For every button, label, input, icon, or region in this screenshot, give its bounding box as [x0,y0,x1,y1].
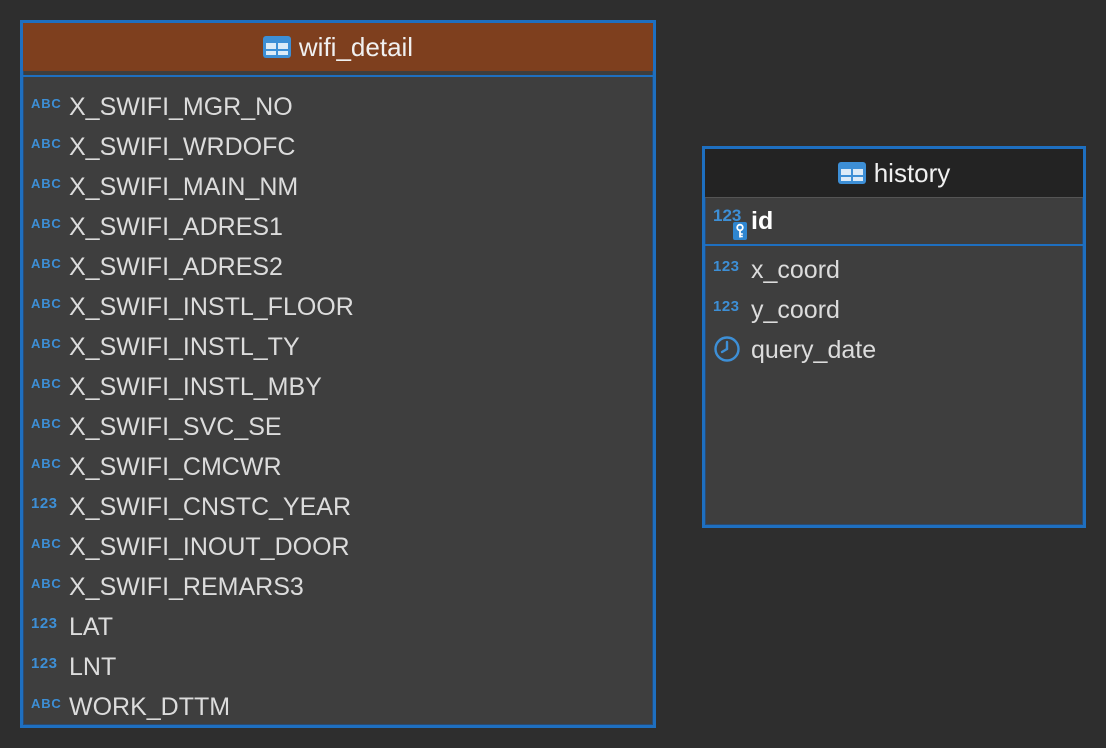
column-row[interactable]: 123 LNT [23,647,653,687]
column-row[interactable]: ABC X_SWIFI_INOUT_DOOR [23,527,653,567]
string-type-icon: ABC [31,255,62,271]
table-icon [262,36,291,58]
string-type-icon: ABC [31,575,62,591]
column-name: X_SWIFI_MAIN_NM [69,172,299,201]
column-name: x_coord [751,255,840,284]
string-type-icon: ABC [31,335,62,351]
pk-column-name: id [751,206,774,235]
string-type-icon: ABC [31,135,62,151]
wifi-detail-table-title: wifi_detail [298,31,414,62]
string-type-icon: ABC [31,415,62,431]
string-type-icon: ABC [31,295,62,311]
column-name: X_SWIFI_ADRES2 [69,252,283,281]
column-row[interactable]: ABC X_SWIFI_REMARS3 [23,567,653,607]
column-name: query_date [751,335,877,364]
column-row[interactable]: ABC X_SWIFI_INSTL_FLOOR [23,287,653,327]
column-name: X_SWIFI_SVC_SE [69,412,282,441]
column-row[interactable]: query_date [705,330,1083,370]
numeric-type-icon: 123 [713,297,740,315]
column-name: X_SWIFI_CNSTC_YEAR [69,492,352,521]
column-name: WORK_DTTM [69,692,231,721]
column-row[interactable]: ABC X_SWIFI_ADRES1 [23,207,653,247]
wifi-detail-table[interactable]: wifi_detail ABC X_SWIFI_MGR_NO ABC X_SWIFI_… [20,20,656,728]
string-type-icon: ABC [31,695,62,711]
history-table-title: history [873,157,951,188]
numeric-type-icon: 123 [31,494,58,512]
string-type-icon: ABC [31,375,62,391]
numeric-type-icon: 123 [713,257,740,275]
column-row[interactable]: 123 X_SWIFI_CNSTC_YEAR [23,487,653,527]
column-row[interactable]: 123 y_coord [705,290,1083,330]
column-row[interactable]: ABC X_SWIFI_INSTL_MBY [23,367,653,407]
column-row[interactable]: ABC X_SWIFI_ADRES2 [23,247,653,287]
column-name: X_SWIFI_REMARS3 [69,572,304,601]
column-name: y_coord [751,295,840,324]
column-row[interactable]: ABC X_SWIFI_SVC_SE [23,407,653,447]
wifi-detail-header-separator [23,75,653,77]
column-name: X_SWIFI_INSTL_MBY [69,372,322,401]
wifi-detail-column-list: ABC X_SWIFI_MGR_NO ABC X_SWIFI_WRDOFC ABC X_S… [23,87,653,727]
column-name: X_SWIFI_WRDOFC [69,132,296,161]
column-row[interactable]: ABC X_SWIFI_INSTL_TY [23,327,653,367]
numeric-type-icon: 123 [31,654,58,672]
key-icon [733,218,747,247]
column-row[interactable]: ABC WORK_DTTM [23,687,653,727]
history-column-list: 123 x_coord 123 y_coord query_date [705,250,1083,370]
string-type-icon: ABC [31,535,62,551]
pk-type-label: 123 [713,206,742,225]
history-table-header[interactable]: history [705,149,1083,197]
column-row[interactable]: ABC X_SWIFI_MGR_NO [23,87,653,127]
string-type-icon: ABC [31,455,62,471]
history-pk-separator [705,244,1083,246]
column-row[interactable]: ABC X_SWIFI_MAIN_NM [23,167,653,207]
column-row[interactable]: 123 LAT [23,607,653,647]
column-row[interactable]: ABC X_SWIFI_WRDOFC [23,127,653,167]
numeric-type-icon: 123 [31,614,58,632]
column-name: X_SWIFI_INSTL_TY [69,332,300,361]
column-row[interactable]: ABC X_SWIFI_CMCWR [23,447,653,487]
history-header-separator [705,197,1083,198]
column-name: LAT [69,612,113,641]
column-name: X_SWIFI_CMCWR [69,452,282,481]
string-type-icon: ABC [31,215,62,231]
table-icon [837,162,866,184]
column-name: X_SWIFI_ADRES1 [69,212,283,241]
column-name: X_SWIFI_INSTL_FLOOR [69,292,354,321]
primary-key-type: 123 [705,206,751,240]
string-type-icon: ABC [31,175,62,191]
column-name: LNT [69,652,117,681]
wifi-detail-table-header[interactable]: wifi_detail [23,23,653,71]
string-type-icon: ABC [31,95,62,111]
history-pk-row[interactable]: 123 id [705,201,1083,241]
clock-icon [705,335,751,365]
column-row[interactable]: 123 x_coord [705,250,1083,290]
column-name: X_SWIFI_INOUT_DOOR [69,532,350,561]
column-name: X_SWIFI_MGR_NO [69,92,293,121]
